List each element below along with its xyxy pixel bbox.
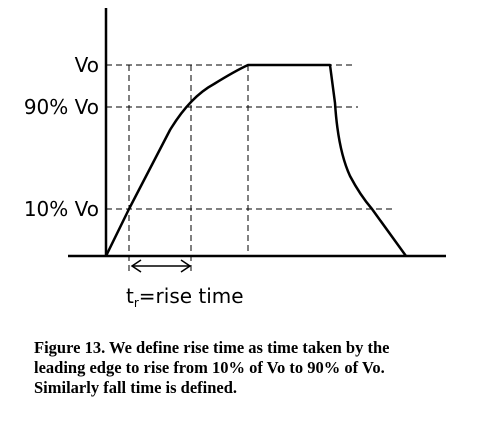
rise-time-arrow <box>130 259 192 273</box>
caption-line-1: Figure 13. We define rise time as time t… <box>34 338 390 357</box>
vo-label: Vo <box>75 53 99 77</box>
pulse-waveform <box>104 63 408 257</box>
ten-percent-label: 10% Vo <box>24 197 99 221</box>
ninety-percent-label: 90% Vo <box>24 95 99 119</box>
caption-line-3: Similarly fall time is defined. <box>34 378 238 397</box>
caption-line-2: leading edge to rise from 10% of Vo to 9… <box>34 358 385 377</box>
figure-caption: Figure 13. We define rise time as time t… <box>34 338 474 398</box>
rise-time-label: tr=rise time <box>126 284 244 310</box>
